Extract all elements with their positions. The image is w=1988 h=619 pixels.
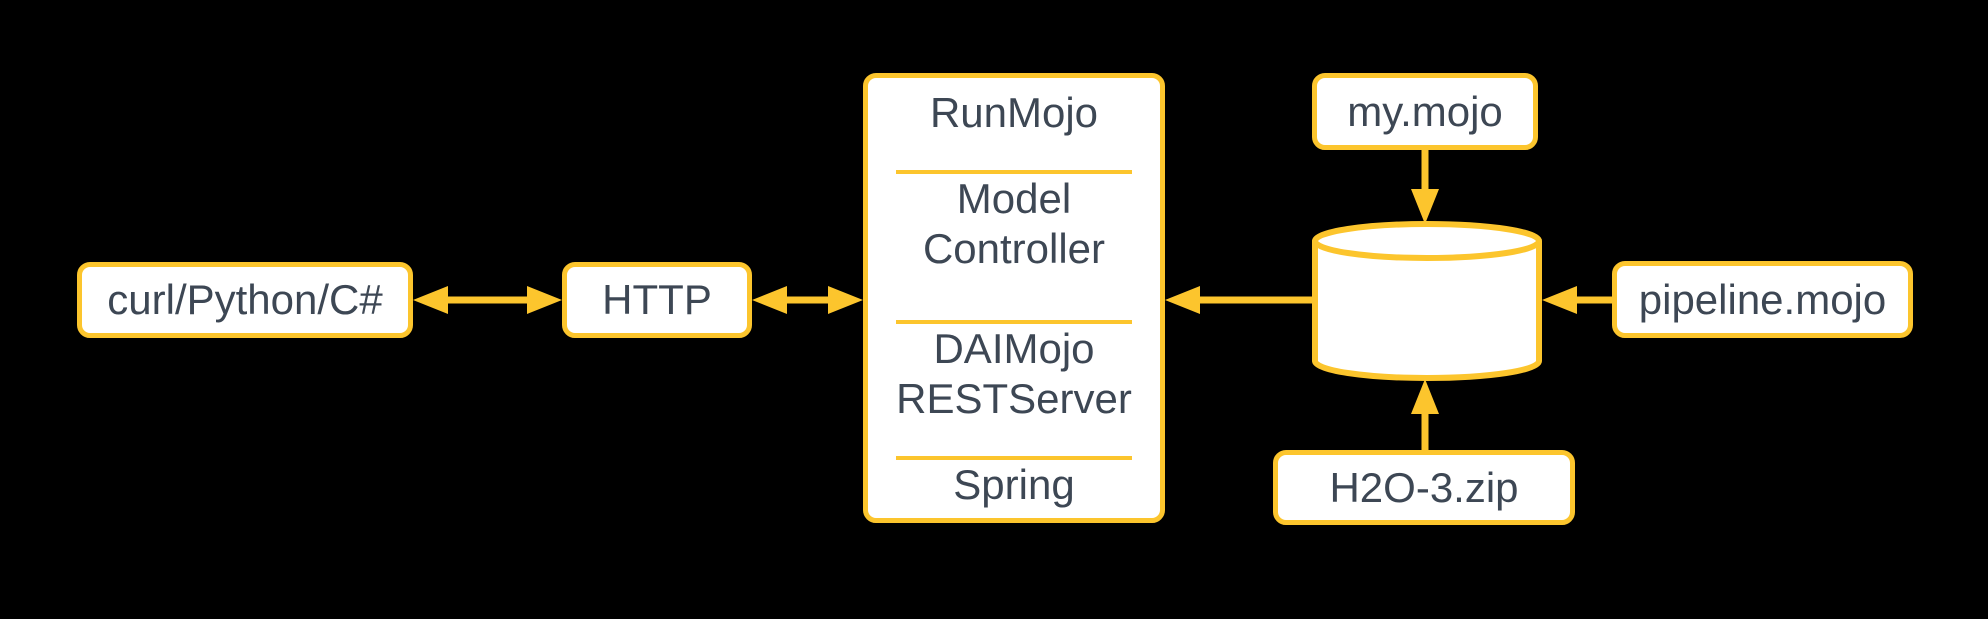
arrowhead-up [1411, 379, 1439, 414]
node-label: HTTP [602, 276, 712, 323]
section-label: RunMojo [929, 88, 1099, 136]
arrowhead-left [1542, 286, 1577, 314]
arrowhead-right [828, 286, 863, 314]
section-label: Spring [953, 460, 1075, 508]
datastore-cylinder [1312, 221, 1542, 381]
arrow-h2o-datastore [1411, 379, 1439, 450]
cylinder-body [1312, 241, 1542, 381]
arrowhead-right [527, 286, 562, 314]
section-label: Model Controller [922, 175, 1106, 272]
node-label: my.mojo [1347, 87, 1503, 135]
arrow-pipeline-datastore [1542, 286, 1614, 314]
node-my-mojo: my.mojo [1312, 73, 1538, 150]
node-pipeline-mojo: pipeline.mojo [1612, 261, 1913, 338]
server-section-spring: Spring [896, 455, 1132, 510]
node-label: H2O-3.zip [1329, 463, 1519, 511]
cylinder-top [1312, 221, 1542, 261]
server-section-daimojo-restserver: DAIMojo RESTServer [896, 320, 1132, 424]
node-daimojo-restserver-stack: RunMojo Model Controller DAIMojo RESTSer… [863, 73, 1165, 523]
node-label: curl/Python/C# [107, 276, 383, 323]
node-label: pipeline.mojo [1638, 275, 1887, 323]
arrowhead-left [413, 286, 448, 314]
arrow-http-server [752, 286, 863, 314]
section-label: DAIMojo RESTServer [896, 325, 1132, 422]
node-curl-python-csharp: curl/Python/C# [77, 262, 413, 338]
arrow-datastore-server [1165, 286, 1314, 314]
arrowhead-left [752, 286, 787, 314]
server-section-runmojo: RunMojo [896, 88, 1132, 138]
server-section-model-controller: Model Controller [896, 170, 1132, 274]
arrow-mymojo-datastore [1411, 150, 1439, 224]
arrow-client-http [413, 286, 562, 314]
node-http: HTTP [562, 262, 752, 338]
arrowhead-left [1165, 286, 1200, 314]
node-h2o-3-zip: H2O-3.zip [1273, 450, 1575, 525]
arrowhead-down [1411, 189, 1439, 224]
